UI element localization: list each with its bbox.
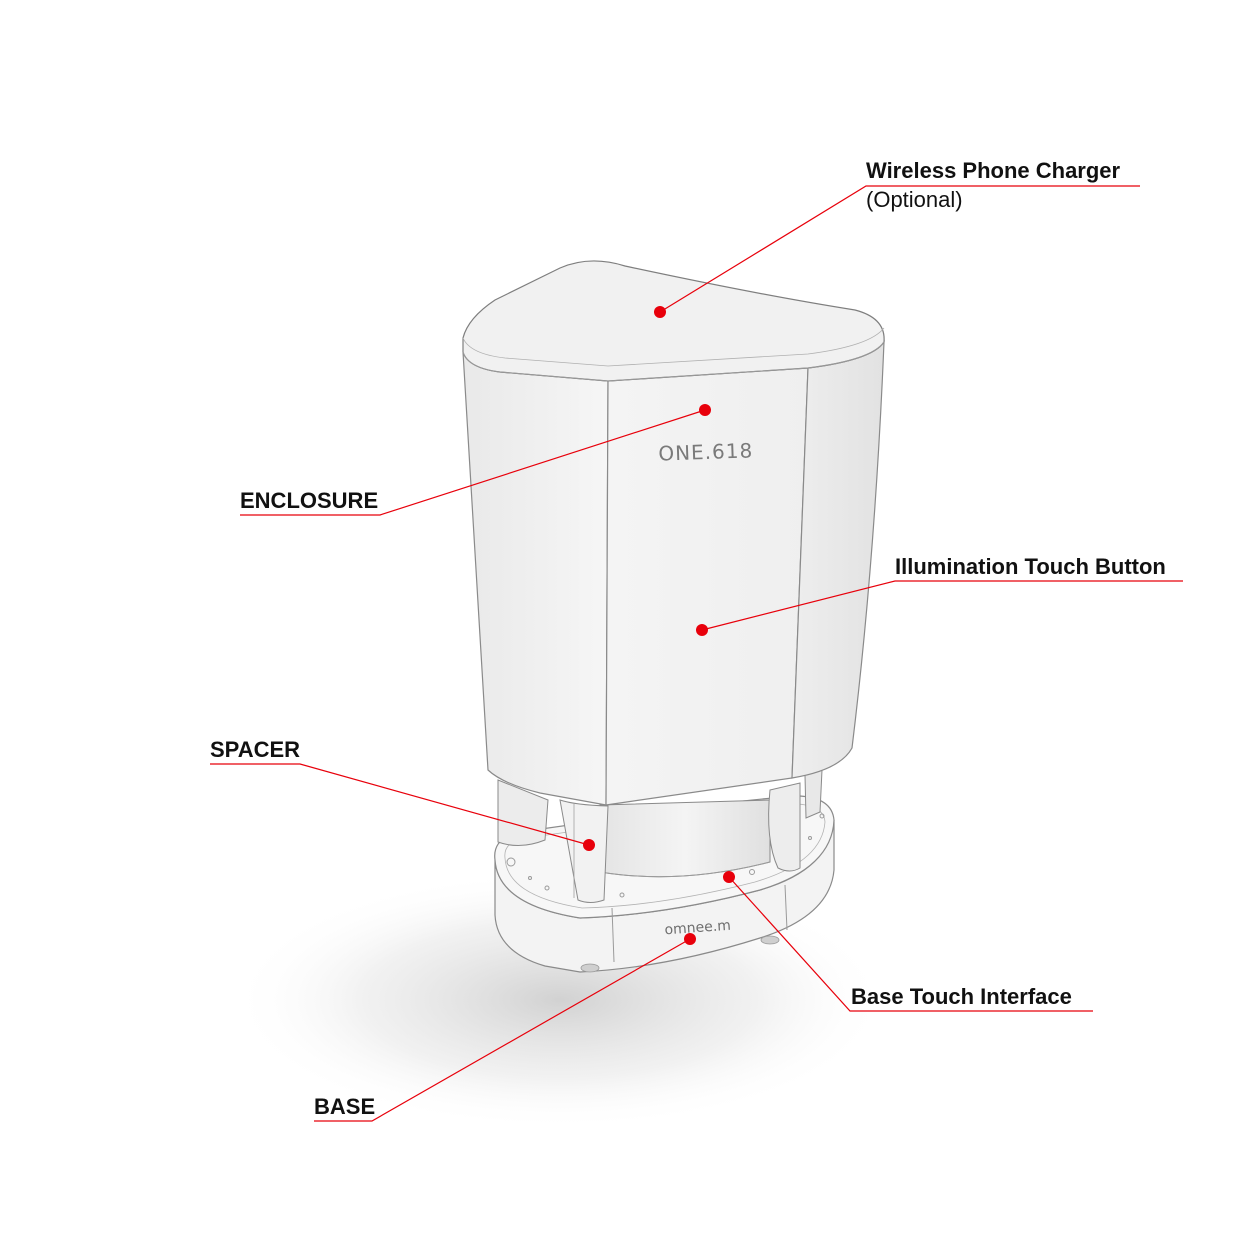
touch-dot (749, 869, 755, 875)
callout-enclosure (240, 404, 711, 516)
base-touch-icons (506, 813, 825, 898)
enclosure-front-face (605, 367, 809, 806)
spacer-cylinder (599, 799, 771, 878)
leader-line (240, 409, 706, 516)
base-seam (611, 907, 615, 963)
spacer-fin-left-front (559, 799, 609, 903)
label-base-touch-interface: Base Touch Interface (851, 984, 1072, 1009)
callout-spacer (210, 763, 595, 851)
label-wireless-charger-note: (Optional) (866, 187, 963, 212)
touch-dot (619, 892, 625, 898)
spacer-fin-left-back (497, 779, 549, 846)
callout-wireless-charger (654, 185, 1140, 318)
callout-dot (723, 871, 735, 883)
leader-line (728, 876, 1093, 1012)
touch-dot (544, 885, 550, 891)
touch-dot (808, 836, 812, 840)
leader-line (659, 185, 1140, 313)
touch-dot (819, 813, 825, 819)
enclosure-brand-text: ONE.618 (658, 438, 754, 465)
leader-line (314, 938, 691, 1122)
callout-dot (583, 839, 595, 851)
callout-illumination (696, 580, 1183, 636)
base-foot (760, 935, 780, 945)
callout-base-touch (723, 871, 1093, 1012)
label-illumination-touch-button: Illumination Touch Button (895, 554, 1166, 579)
enclosure-lid-rim-upper (462, 327, 885, 367)
base-foot (580, 963, 600, 973)
enclosure-left-face (462, 351, 609, 806)
enclosure-top-lid (462, 260, 885, 382)
spacer-cylinder-bottom (599, 861, 771, 878)
spacer-fin-right-back (804, 769, 823, 819)
callout-dot (654, 306, 666, 318)
leader-line (701, 580, 1183, 631)
label-wireless-charger: Wireless Phone Charger (866, 158, 1121, 183)
base-brand-text: omnee.m (664, 918, 731, 939)
spacer-fin-right-front (768, 782, 801, 872)
callout-dot (684, 933, 696, 945)
callout-base (314, 933, 696, 1122)
callout-dot (696, 624, 708, 636)
touch-dot (528, 876, 532, 880)
callout-dot (699, 404, 711, 416)
enclosure-lid-rim (462, 341, 885, 382)
spacer-unit (497, 769, 823, 903)
label-spacer: SPACER (210, 737, 301, 762)
enclosure-unit: ONE.618 (462, 260, 885, 806)
leader-line (210, 763, 590, 846)
label-enclosure: ENCLOSURE (240, 488, 379, 513)
label-base: BASE (314, 1094, 376, 1119)
base-seam (784, 884, 788, 931)
power-icon (506, 857, 516, 867)
